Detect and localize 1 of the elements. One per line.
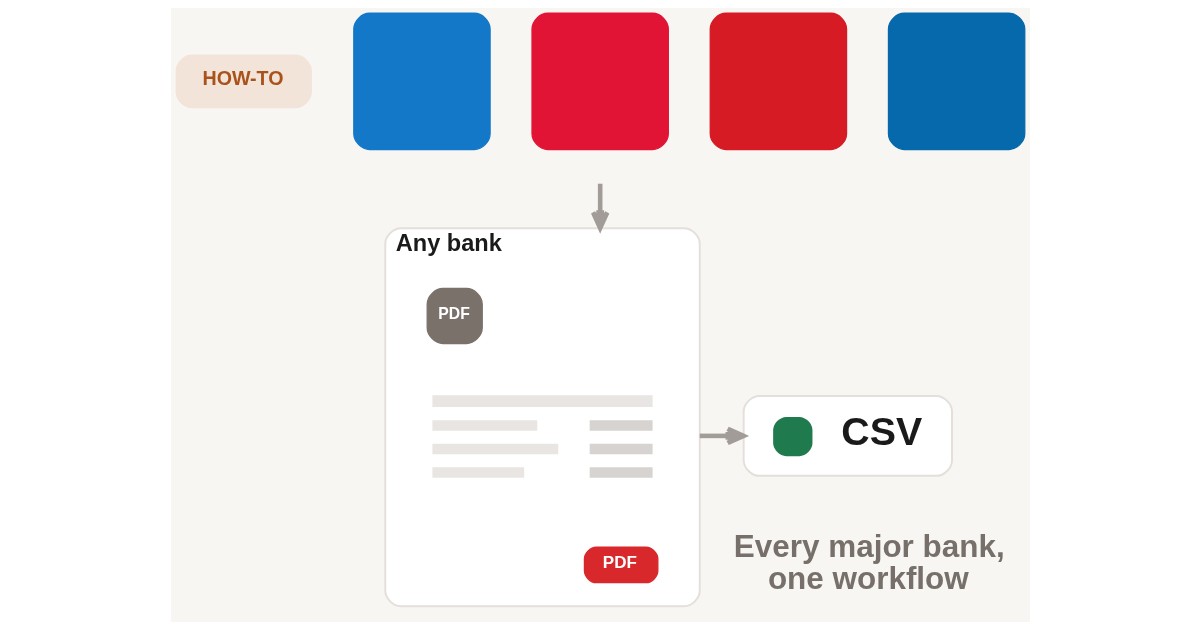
label: Every major bank, one workflow — [733, 529, 1005, 596]
